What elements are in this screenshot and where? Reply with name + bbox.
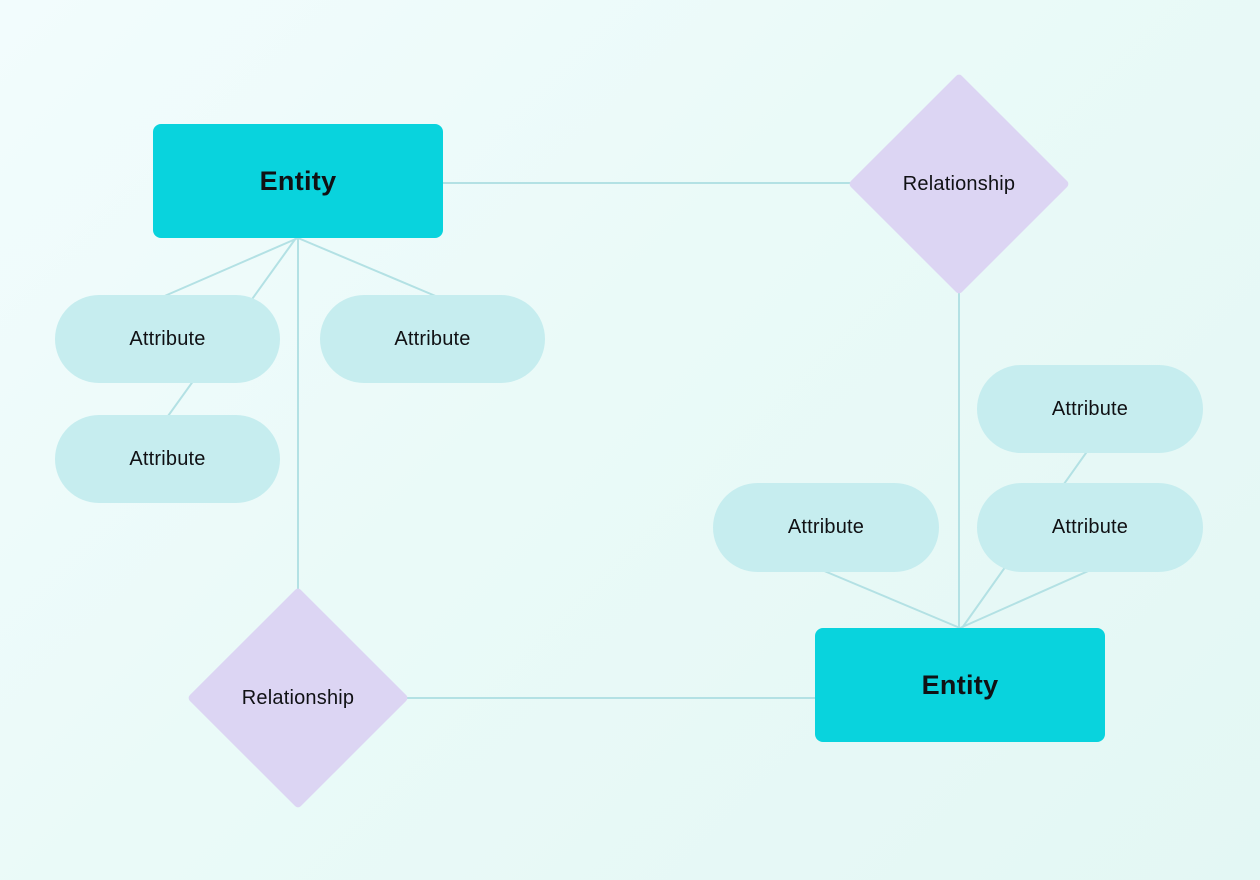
entity-node[interactable]: Entity [815, 628, 1105, 742]
connector-line [809, 564, 961, 629]
attribute-node[interactable]: Attribute [977, 483, 1203, 572]
node-label: Attribute [394, 327, 471, 350]
node-label: Attribute [1051, 516, 1129, 538]
node-label: Relationship [241, 686, 355, 709]
attribute-node[interactable]: Attribute [713, 483, 939, 572]
attribute-node[interactable]: Attribute [977, 365, 1203, 453]
connector-line [959, 567, 1096, 629]
attribute-node[interactable]: Attribute [55, 415, 280, 503]
connector-line [297, 237, 446, 301]
node-label: Attribute [787, 516, 865, 538]
relationship-node[interactable]: Relationship [847, 72, 1071, 296]
entity-node[interactable]: Entity [153, 124, 443, 238]
node-label: Attribute [129, 447, 206, 470]
attribute-node[interactable]: Attribute [320, 295, 545, 383]
node-label: Entity [921, 669, 999, 700]
node-label: Attribute [1051, 397, 1129, 420]
node-label: Relationship [902, 172, 1016, 195]
attribute-node[interactable]: Attribute [55, 295, 280, 383]
connector-line [159, 237, 299, 299]
node-label: Attribute [129, 327, 206, 350]
node-label: Entity [259, 165, 337, 196]
relationship-node[interactable]: Relationship [186, 586, 410, 810]
